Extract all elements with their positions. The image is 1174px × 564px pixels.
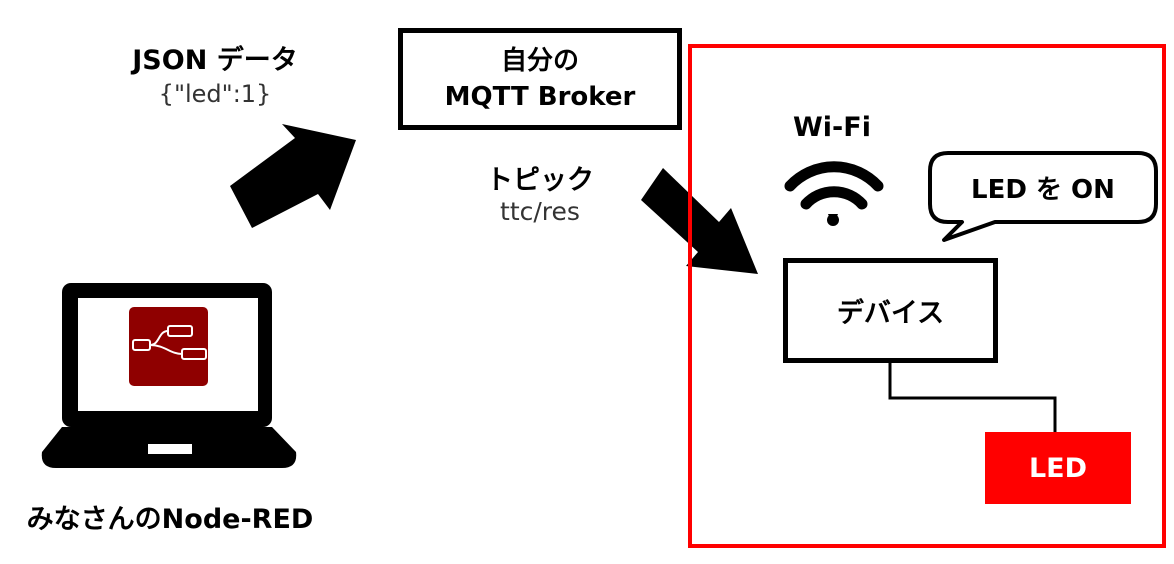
broker-box: 自分の MQTT Broker: [398, 28, 682, 130]
wire: [888, 363, 1057, 434]
topic-title: トピック: [486, 165, 594, 196]
arrow-icon: [641, 168, 758, 274]
broker-label-line1: 自分の: [500, 46, 579, 76]
node-red-logo-icon: [129, 307, 208, 386]
speech-bubble-icon: [928, 151, 1158, 242]
laptop-label: みなさんのNode-RED: [26, 504, 314, 535]
wifi-label: Wi-Fi: [793, 112, 871, 143]
topic-value: ttc/res: [500, 197, 580, 226]
json-payload-sample: {"led":1}: [158, 80, 272, 108]
json-payload-title: JSON データ: [132, 45, 298, 76]
broker-label-line2: MQTT Broker: [444, 82, 636, 112]
device-box: デバイス: [783, 258, 998, 363]
led-box: LED: [985, 432, 1131, 504]
arrow-icon: [230, 124, 356, 228]
device-zone: [688, 44, 1166, 548]
wifi-icon: [784, 161, 884, 226]
bubble-text: LED を ON: [971, 175, 1115, 205]
